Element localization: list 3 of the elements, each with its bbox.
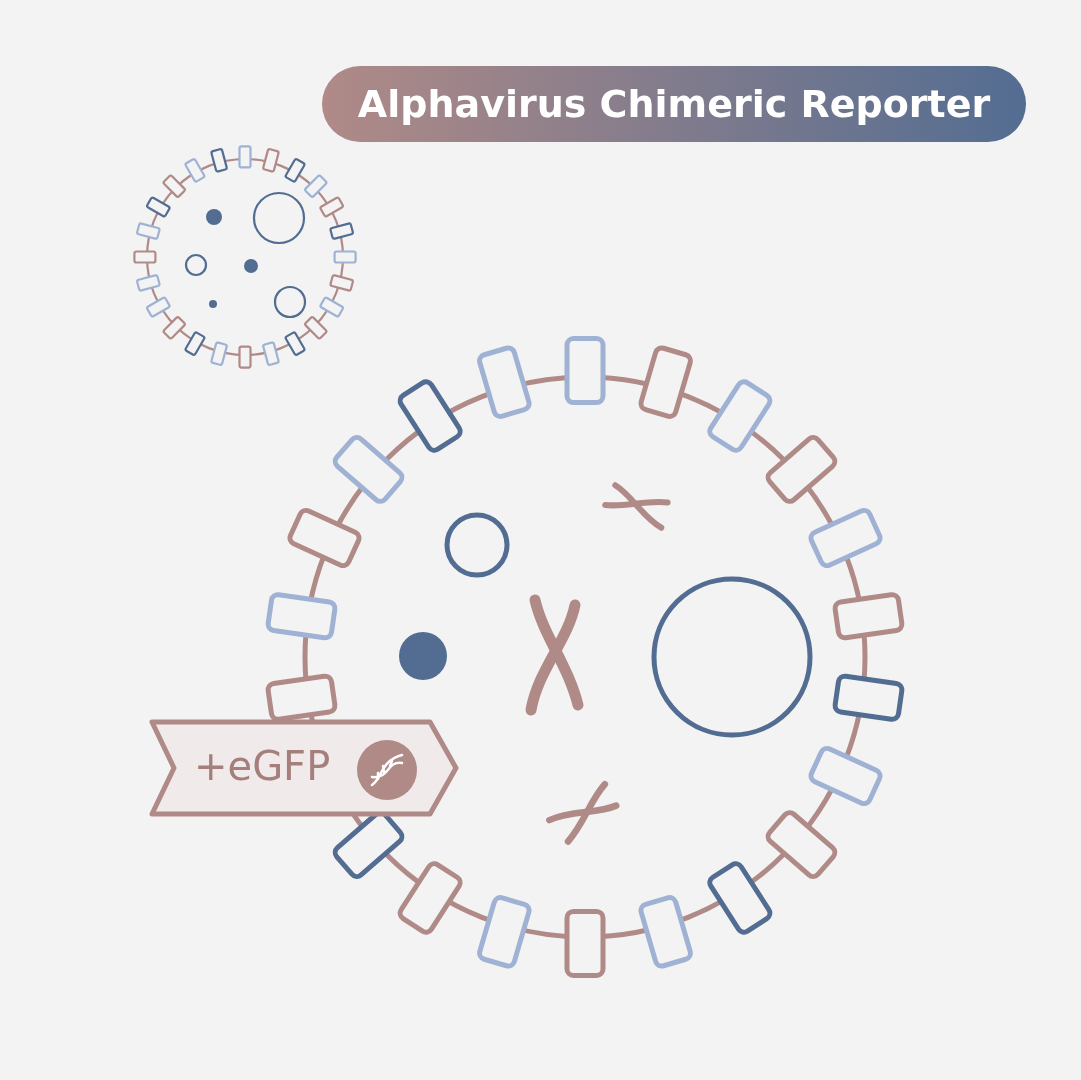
tag-text: +eGFP (194, 742, 331, 791)
title-banner: Alphavirus Chimeric Reporter (322, 66, 1026, 142)
tag-label (148, 718, 460, 818)
